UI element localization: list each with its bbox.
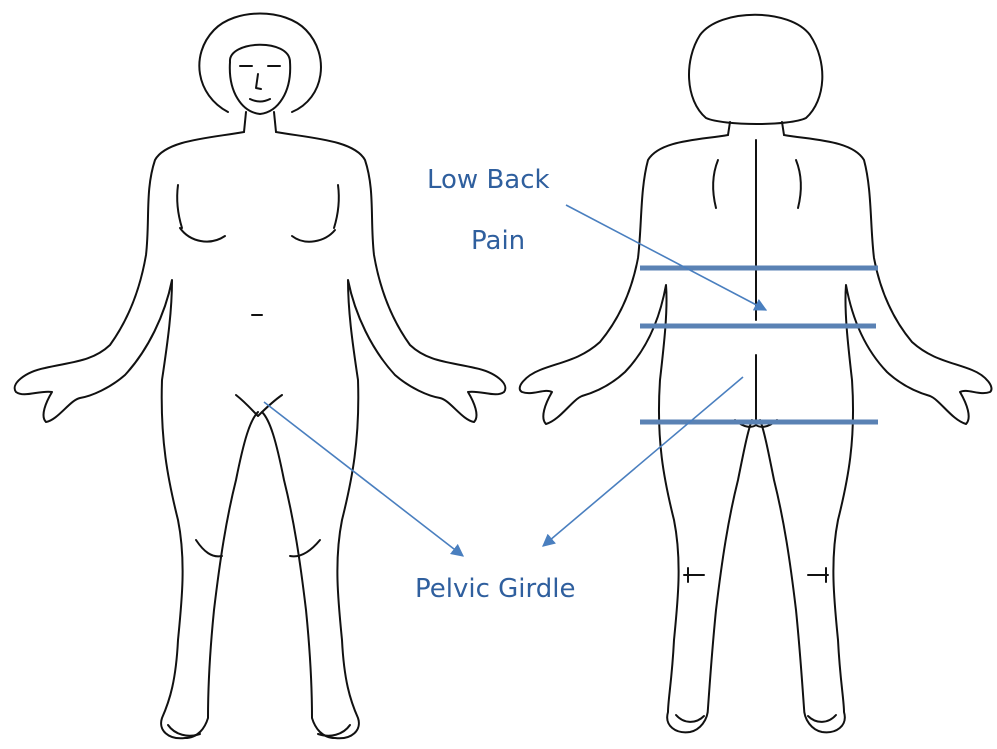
pelvic-girdle-label: Pelvic Girdle (415, 574, 575, 604)
front-body-outline-right (262, 132, 505, 738)
back-view-figure (520, 15, 992, 733)
back-head (689, 15, 822, 124)
pelvic-girdle-arrow-front (264, 402, 463, 556)
low-back-pain-label-line2: Pain (471, 226, 525, 256)
back-body-outline-left (520, 135, 752, 732)
front-hair (199, 14, 321, 113)
front-body-outline-left (15, 132, 258, 738)
front-face (230, 45, 290, 114)
back-body-outline-right (760, 135, 991, 732)
low-back-pain-label-line1: Low Back (427, 165, 550, 195)
pointer-arrows (264, 205, 766, 556)
region-bands (640, 268, 878, 422)
front-view-figure (15, 14, 506, 739)
